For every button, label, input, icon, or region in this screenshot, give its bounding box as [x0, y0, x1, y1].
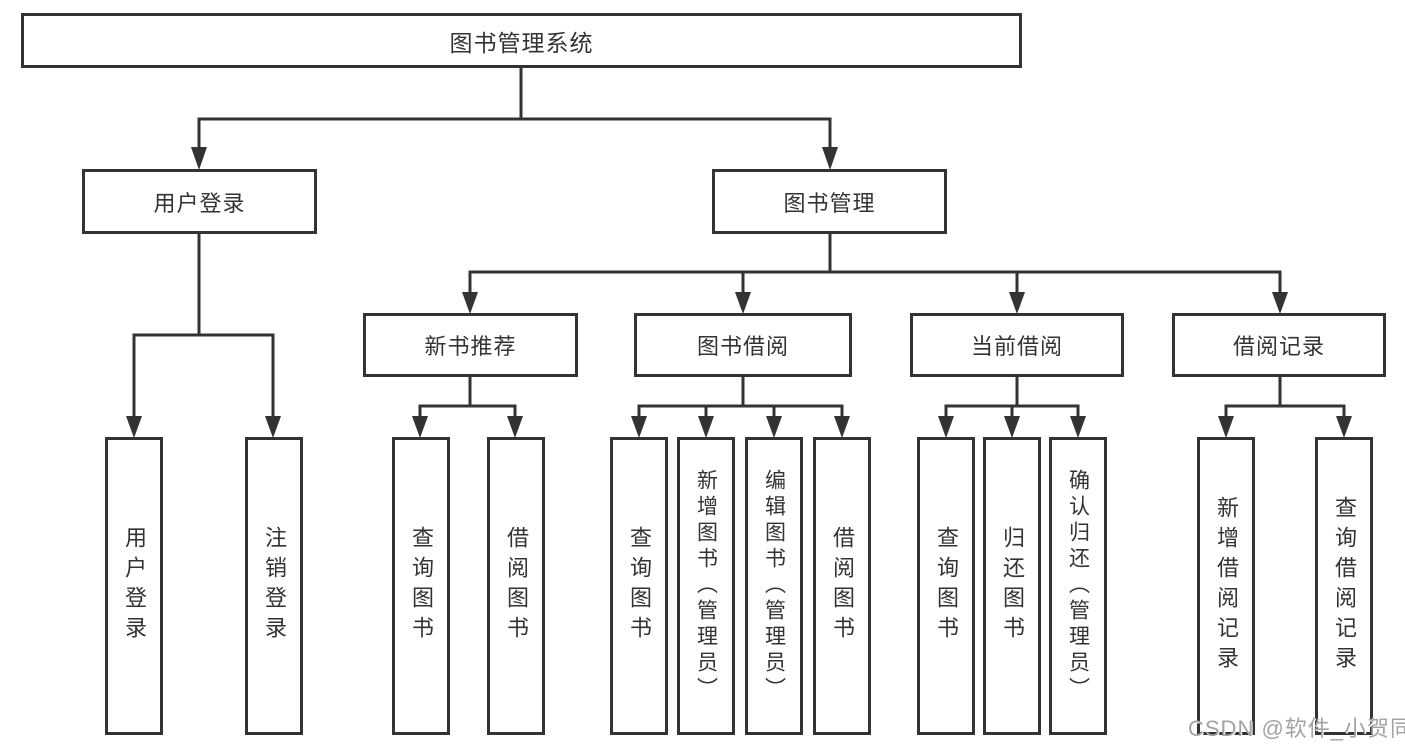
connector-currentborrow-to-leaves	[944, 377, 1080, 418]
arrow-down-icon	[1004, 416, 1020, 438]
arrow-down-icon	[265, 416, 281, 438]
arrow-down-icon	[412, 416, 428, 438]
connector-newbooks-to-leaves	[418, 377, 517, 418]
node-label: 当前借阅	[970, 334, 1063, 359]
arrow-down-icon	[631, 416, 647, 438]
leaf-edit-book-admin: 编辑图书（管理员）	[745, 437, 803, 735]
arrow-down-icon	[507, 416, 523, 438]
leaf-label: 查询图书	[934, 526, 959, 646]
node-user-login: 用户登录	[82, 169, 317, 234]
leaf-label: 新增借阅记录	[1214, 496, 1239, 676]
node-current-borrow: 当前借阅	[910, 313, 1124, 377]
leaf-query-books-borrow: 查询图书	[610, 437, 668, 735]
leaf-label: 确认归还（管理员）	[1066, 469, 1090, 703]
leaf-borrow-books-recommend: 借阅图书	[487, 437, 545, 735]
leaf-label: 编辑图书（管理员）	[762, 469, 786, 703]
leaf-borrow-books: 借阅图书	[813, 437, 871, 735]
arrow-down-icon	[834, 416, 850, 438]
leaf-label: 注销登录	[262, 526, 287, 646]
leaf-add-borrow-record: 新增借阅记录	[1197, 437, 1255, 735]
node-label: 图书管理系统	[449, 29, 594, 56]
node-new-book-recommend: 新书推荐	[363, 313, 578, 377]
leaf-label: 查询图书	[627, 526, 652, 646]
node-book-borrow: 图书借阅	[634, 313, 852, 377]
leaf-user-login: 用户登录	[105, 437, 163, 735]
node-library-system: 图书管理系统	[21, 13, 1022, 68]
arrowheads	[126, 147, 1352, 438]
connector-userlogin-to-leaves	[132, 233, 275, 420]
leaf-label: 借阅图书	[830, 526, 855, 646]
arrow-down-icon	[822, 147, 838, 170]
node-borrow-records: 借阅记录	[1172, 313, 1386, 377]
watermark: CSDN @软件_小贺同学	[1188, 716, 1405, 741]
arrow-down-icon	[938, 416, 954, 438]
arrow-down-icon	[766, 416, 782, 438]
leaf-confirm-return-admin: 确认归还（管理员）	[1049, 437, 1107, 735]
leaf-label: 用户登录	[122, 526, 147, 646]
leaf-label: 查询图书	[409, 526, 434, 646]
node-label: 新书推荐	[424, 334, 517, 359]
arrow-down-icon	[1336, 416, 1352, 438]
leaf-label: 查询借阅记录	[1332, 496, 1357, 676]
leaf-query-borrow-record: 查询借阅记录	[1315, 437, 1373, 735]
arrow-down-icon	[735, 292, 751, 314]
leaf-return-book: 归还图书	[983, 437, 1041, 735]
arrow-down-icon	[191, 147, 207, 170]
node-label: 图书管理	[783, 190, 876, 216]
node-book-management: 图书管理	[712, 169, 947, 234]
arrow-down-icon	[1009, 292, 1025, 314]
leaf-label: 借阅图书	[504, 526, 529, 646]
arrow-down-icon	[126, 416, 142, 438]
arrow-down-icon	[1070, 416, 1086, 438]
node-label: 用户登录	[153, 190, 246, 216]
leaf-query-books-current: 查询图书	[917, 437, 975, 735]
leaf-add-book-admin: 新增图书（管理员）	[677, 437, 735, 735]
arrow-down-icon	[698, 416, 714, 438]
node-label: 图书借阅	[696, 334, 789, 359]
node-label: 借阅记录	[1232, 334, 1325, 359]
connector-bookmgmt-to-level3	[468, 233, 1282, 294]
leaf-label: 新增图书（管理员）	[694, 469, 718, 703]
arrow-down-icon	[1218, 416, 1234, 438]
connector-records-to-leaves	[1224, 377, 1346, 418]
leaf-logout-login: 注销登录	[245, 437, 303, 735]
arrow-down-icon	[462, 292, 478, 314]
connector-bookborrow-to-leaves	[637, 377, 844, 418]
leaf-label: 归还图书	[1000, 526, 1025, 646]
arrow-down-icon	[1272, 292, 1288, 314]
connector-root-to-level2	[197, 68, 832, 150]
leaf-query-books-recommend: 查询图书	[392, 437, 450, 735]
